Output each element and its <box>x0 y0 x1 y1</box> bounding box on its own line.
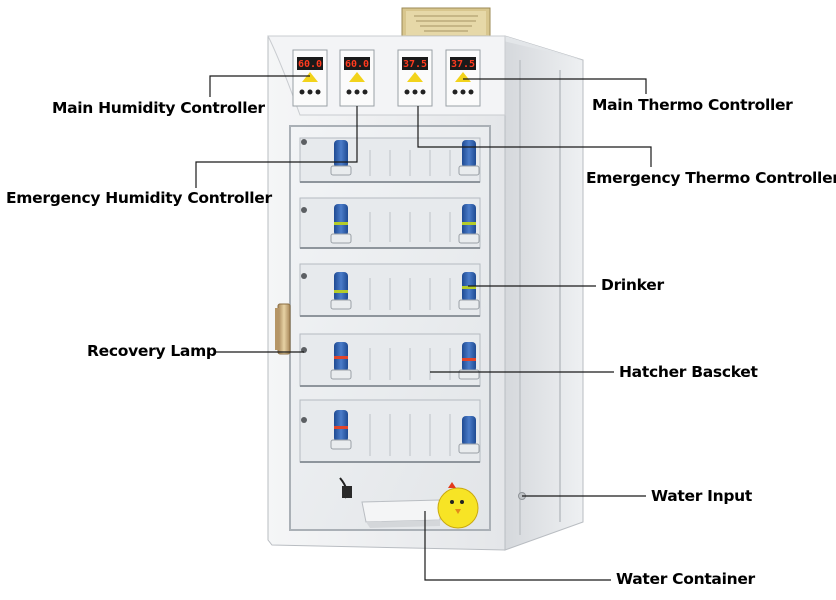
thermo-main-controller: 37.5 <box>445 49 481 107</box>
label-recovery-lamp: Recovery Lamp <box>87 342 217 360</box>
leader-lines <box>195 75 652 581</box>
shelf-4 <box>299 333 481 387</box>
humidity-emergency-display: 60.0 <box>345 59 369 70</box>
label-water-container: Water Container <box>616 570 755 588</box>
drinker <box>458 416 480 454</box>
glass-window <box>289 125 491 531</box>
thermo-emergency-controller: 37.5 <box>397 49 433 107</box>
door-handle <box>275 303 291 355</box>
water-container-area <box>339 477 479 529</box>
drinker <box>458 342 480 380</box>
shelf-5 <box>299 399 481 463</box>
thermo-emergency-display: 37.5 <box>403 59 427 70</box>
hatcher-baskets <box>299 137 481 463</box>
shelf-2 <box>299 197 481 249</box>
label-water-input: Water Input <box>651 487 753 505</box>
label-main-thermo-controller: Main Thermo Controller <box>592 96 793 114</box>
label-drinker: Drinker <box>601 276 664 294</box>
humidity-main-controller: 60.0 <box>292 49 328 107</box>
label-emergency-humidity-controller: Emergency Humidity Controller <box>6 189 272 207</box>
leader-main-thermo <box>463 78 647 94</box>
drinker <box>330 342 352 380</box>
leader-main-humidity <box>209 75 310 97</box>
leader-water-container <box>424 511 611 581</box>
label-hatcher-basket: Hatcher Bascket <box>619 363 758 381</box>
drinkers <box>330 140 480 454</box>
drinker <box>330 140 352 176</box>
nameplate <box>401 7 491 39</box>
thermo-main-display: 37.5 <box>451 59 475 70</box>
leader-emergency-humidity <box>195 106 358 188</box>
humidity-main-display: 60.0 <box>298 59 322 70</box>
shelf-1 <box>299 137 481 183</box>
label-main-humidity-controller: Main Humidity Controller <box>52 99 265 117</box>
cabinet-side-panel <box>504 35 584 551</box>
drinker <box>458 140 480 176</box>
drinker <box>458 204 480 244</box>
drinker <box>330 410 352 450</box>
label-emergency-thermo-controller: Emergency Thermo Controller <box>586 169 836 187</box>
chick-logo-sticker <box>437 482 479 529</box>
drinker <box>330 204 352 244</box>
controller-panel: 60.0 60.0 37.5 <box>292 49 481 107</box>
leader-emergency-thermo <box>417 106 652 167</box>
drinker <box>330 272 352 310</box>
humidity-emergency-controller: 60.0 <box>339 49 375 107</box>
drinker <box>458 272 480 310</box>
shelf-3 <box>299 263 481 317</box>
